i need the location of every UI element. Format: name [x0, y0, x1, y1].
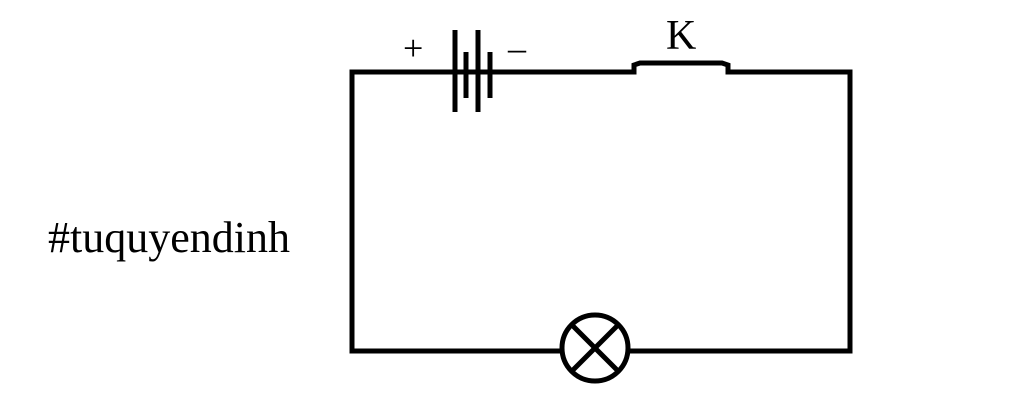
watermark-text: #tuquyendinh [48, 213, 290, 262]
lamp-icon [559, 312, 631, 384]
switch-label: K [666, 13, 696, 59]
lamp-bulb [559, 312, 631, 384]
switch-icon [631, 60, 731, 75]
wire-right [625, 69, 853, 354]
battery-plus-label: + [403, 28, 423, 68]
switch-blade [631, 60, 731, 75]
battery-minus-label: – [507, 28, 527, 68]
wire-top-left [349, 69, 565, 354]
lamp-cross-2 [568, 321, 622, 375]
circuit-wires [349, 69, 853, 354]
battery-icon [452, 30, 493, 112]
